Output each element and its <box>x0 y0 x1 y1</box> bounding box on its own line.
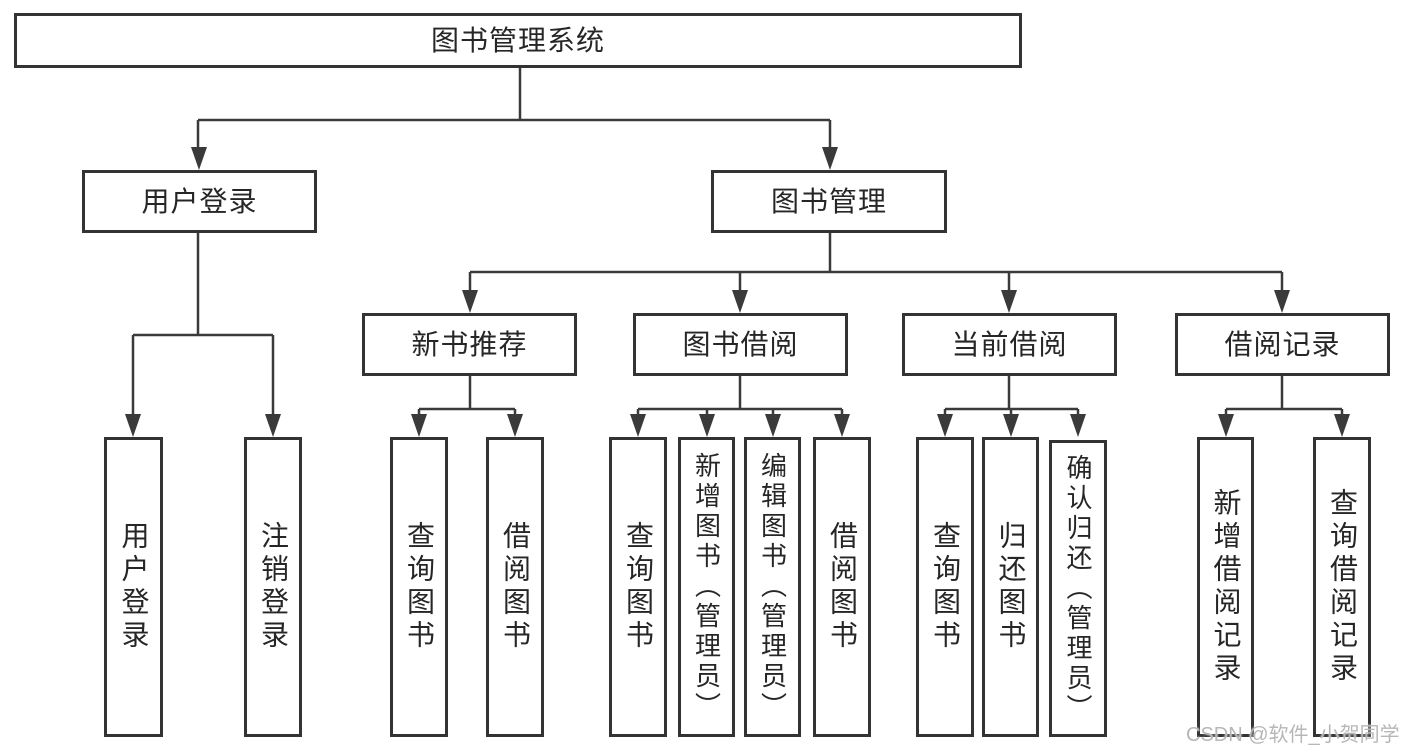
leaf-add-borrow-record: 新增借阅记录 <box>1197 437 1254 737</box>
leaf-return-book-label: 归还图书 <box>995 521 1027 653</box>
node-book-management: 图书管理 <box>711 170 947 233</box>
leaf-borrowing-query-book: 查询图书 <box>609 437 667 737</box>
node-book-borrowing: 图书借阅 <box>633 313 848 376</box>
leaf-recommend-query-book: 查询图书 <box>390 437 448 737</box>
leaf-current-query-book: 查询图书 <box>916 437 974 737</box>
leaf-query-borrow-record-label: 查询借阅记录 <box>1327 488 1358 686</box>
node-new-book-recommendation-label: 新书推荐 <box>411 328 528 360</box>
leaf-add-book-admin-label: 新增图书（管理员） <box>691 452 722 722</box>
leaf-borrowing-borrow-book-label: 借阅图书 <box>827 521 858 653</box>
node-new-book-recommendation: 新书推荐 <box>362 313 577 376</box>
node-current-borrowing-label: 当前借阅 <box>951 328 1068 360</box>
leaf-user-login: 用户登录 <box>104 437 163 737</box>
node-current-borrowing: 当前借阅 <box>902 313 1117 376</box>
leaf-borrowing-borrow-book: 借阅图书 <box>813 437 871 737</box>
leaf-user-login-label: 用户登录 <box>118 521 150 653</box>
leaf-current-query-book-label: 查询图书 <box>930 521 961 653</box>
leaf-add-book-admin: 新增图书（管理员） <box>678 437 735 737</box>
leaf-recommend-query-book-label: 查询图书 <box>404 521 435 653</box>
node-user-login-label: 用户登录 <box>141 185 258 217</box>
node-system-root: 图书管理系统 <box>14 13 1022 68</box>
leaf-recommend-borrow-book-label: 借阅图书 <box>500 521 531 653</box>
leaf-return-book: 归还图书 <box>982 437 1039 737</box>
csdn-watermark: CSDN @软件_小贺同学 <box>1186 724 1400 746</box>
leaf-confirm-return-admin: 确认归还（管理员） <box>1049 440 1107 737</box>
node-book-borrowing-label: 图书借阅 <box>682 328 799 360</box>
node-user-login: 用户登录 <box>82 170 317 233</box>
node-book-management-label: 图书管理 <box>770 185 887 217</box>
node-borrowing-records: 借阅记录 <box>1175 313 1390 376</box>
leaf-recommend-borrow-book: 借阅图书 <box>486 437 544 737</box>
leaf-borrowing-query-book-label: 查询图书 <box>623 521 654 653</box>
leaf-edit-book-admin-label: 编辑图书（管理员） <box>757 452 788 722</box>
leaf-add-borrow-record-label: 新增借阅记录 <box>1210 488 1242 686</box>
leaf-edit-book-admin: 编辑图书（管理员） <box>744 437 801 737</box>
leaf-logout-label: 注销登录 <box>258 521 289 653</box>
leaf-confirm-return-admin-label: 确认归还（管理员） <box>1063 453 1093 724</box>
leaf-query-borrow-record: 查询借阅记录 <box>1313 437 1371 737</box>
node-borrowing-records-label: 借阅记录 <box>1224 328 1341 360</box>
node-system-root-label: 图书管理系统 <box>430 24 605 56</box>
leaf-logout: 注销登录 <box>244 437 302 737</box>
